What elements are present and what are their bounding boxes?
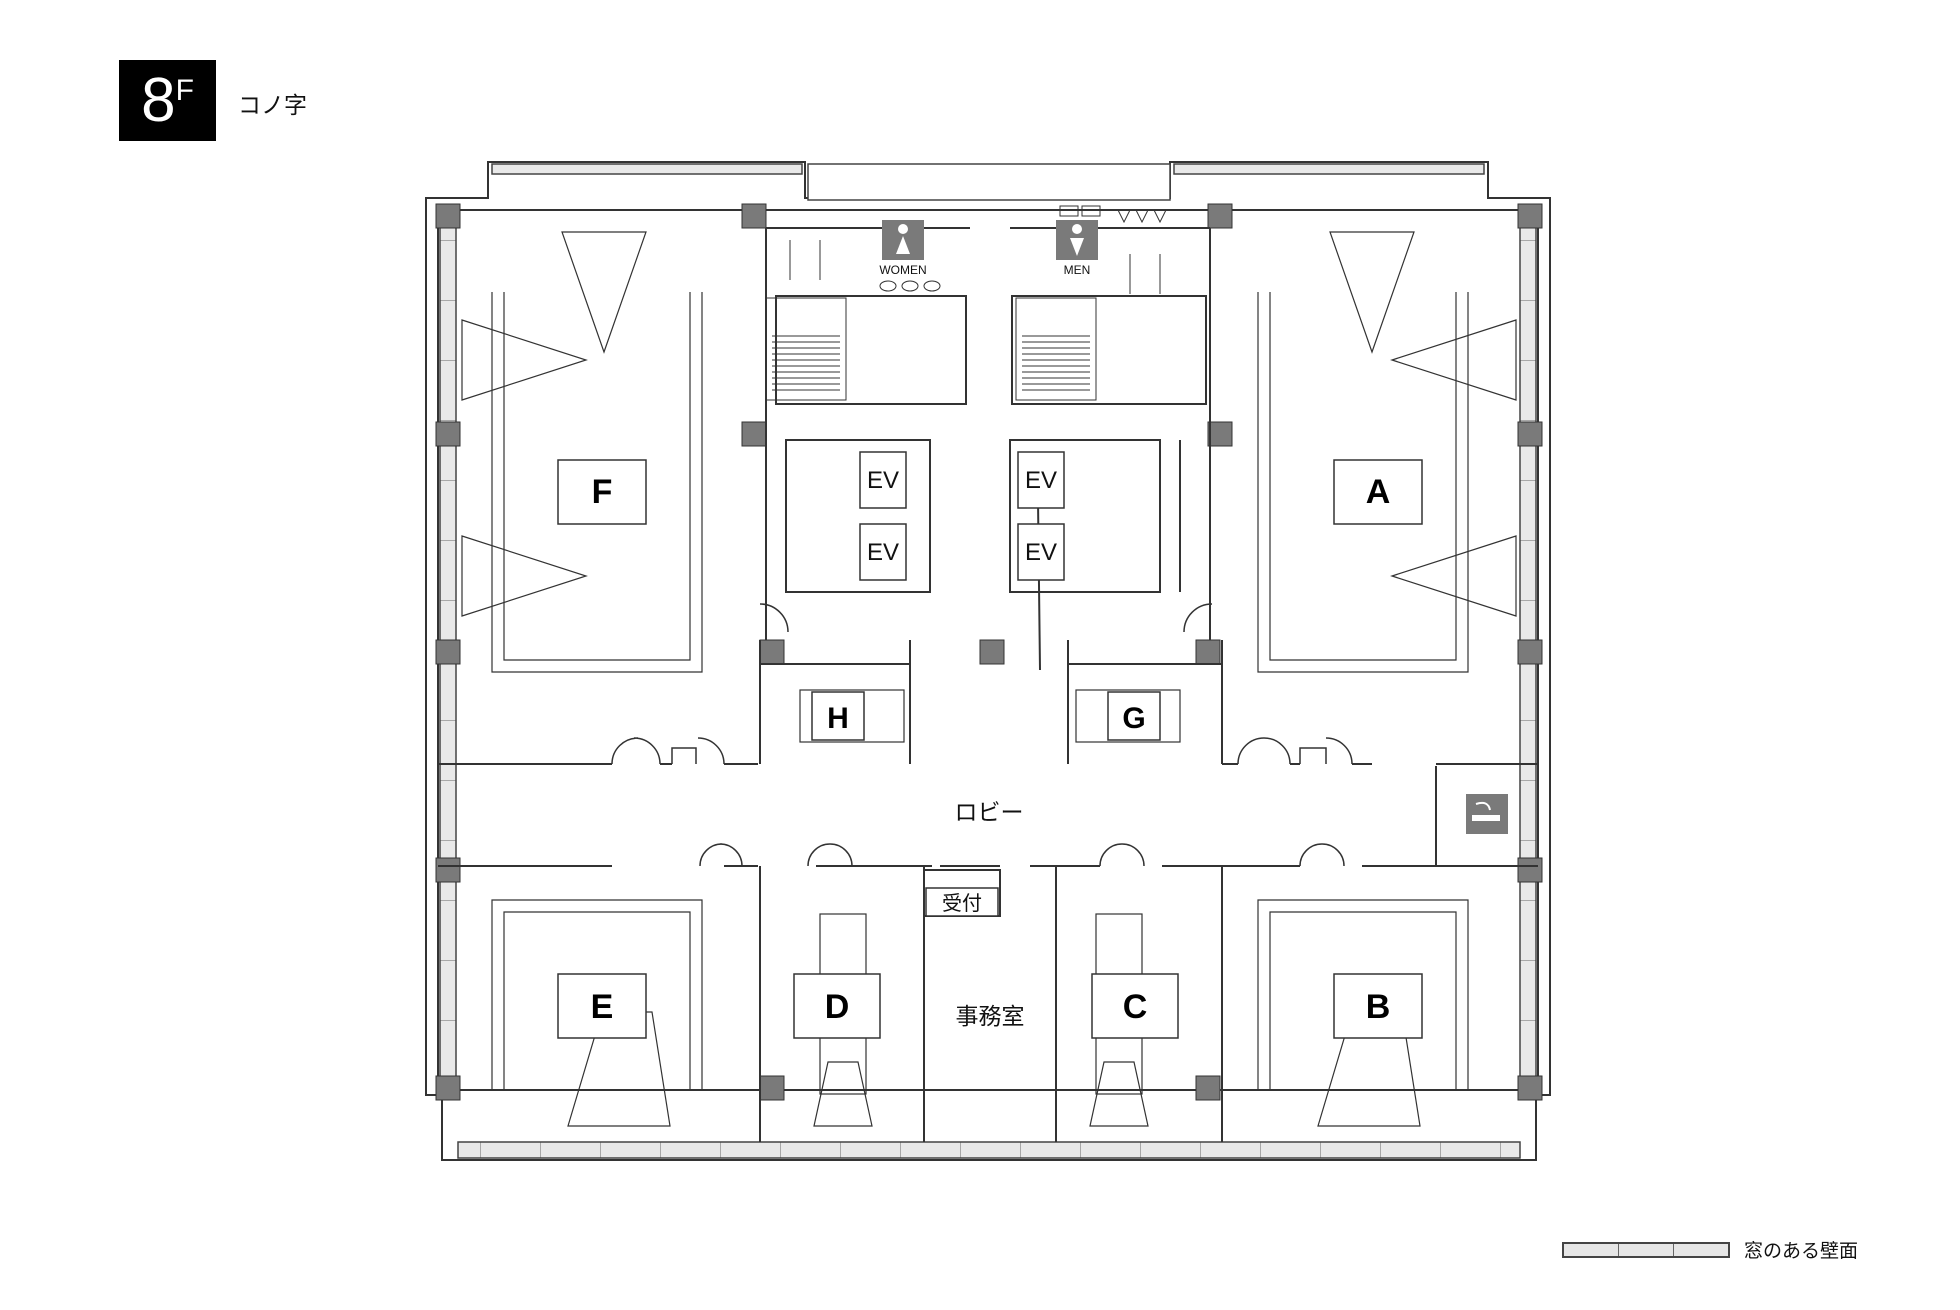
- layout-name: コノ字: [238, 93, 307, 119]
- elevator-label-1: EV: [867, 467, 899, 494]
- room-B-label: B: [1366, 988, 1391, 1026]
- stairs: [765, 297, 1097, 401]
- room-labels: F A E B D C H G: [557, 459, 1423, 1039]
- room-G-label: G: [1122, 702, 1145, 735]
- window-wall-swatch: [1562, 1241, 1730, 1258]
- elevator-label-2: EV: [867, 539, 899, 566]
- elevator-label-4: EV: [1025, 539, 1057, 566]
- lobby-label: ロビー: [955, 800, 1024, 826]
- room-C-box: [1091, 973, 1179, 1039]
- women-label: WOMEN: [879, 263, 926, 277]
- reception-box: [925, 887, 999, 917]
- room-G-box: [1107, 691, 1161, 741]
- room-C-label: C: [1123, 988, 1148, 1026]
- floor-number: 8: [141, 65, 176, 135]
- doors: [611, 603, 1353, 867]
- elevator-2: [859, 523, 907, 581]
- legend: 窓のある壁面: [1562, 1236, 1858, 1263]
- room-D-box: [793, 973, 881, 1039]
- reception-label: 受付: [942, 891, 982, 915]
- furniture: [461, 231, 1517, 1127]
- elevator-1: [859, 451, 907, 509]
- room-E-label: E: [591, 988, 614, 1026]
- columns: [435, 203, 1543, 1101]
- room-A-label: A: [1366, 473, 1391, 511]
- room-A-box: [1333, 459, 1423, 525]
- restrooms: WOMEN MEN: [789, 205, 1167, 294]
- men-label: MEN: [1064, 263, 1091, 277]
- room-H-box: [811, 691, 865, 741]
- floor-suffix: F: [175, 73, 194, 107]
- elevator-4: [1017, 523, 1065, 581]
- legend-label: 窓のある壁面: [1744, 1240, 1859, 1262]
- floor-badge: 8 F: [119, 60, 216, 141]
- room-D-label: D: [825, 988, 850, 1026]
- office-label: 事務室: [956, 1004, 1025, 1030]
- room-E-box: [557, 973, 647, 1039]
- room-H-label: H: [827, 702, 849, 735]
- room-F-box: [557, 459, 647, 525]
- elevators: EV EV EV EV: [859, 451, 1065, 581]
- interior-walls: [438, 227, 1538, 1142]
- room-B-box: [1333, 973, 1423, 1039]
- elevator-3: [1017, 451, 1065, 509]
- elevator-label-3: EV: [1025, 467, 1057, 494]
- smoking-area-icon: [1466, 794, 1508, 834]
- room-F-label: F: [592, 473, 613, 511]
